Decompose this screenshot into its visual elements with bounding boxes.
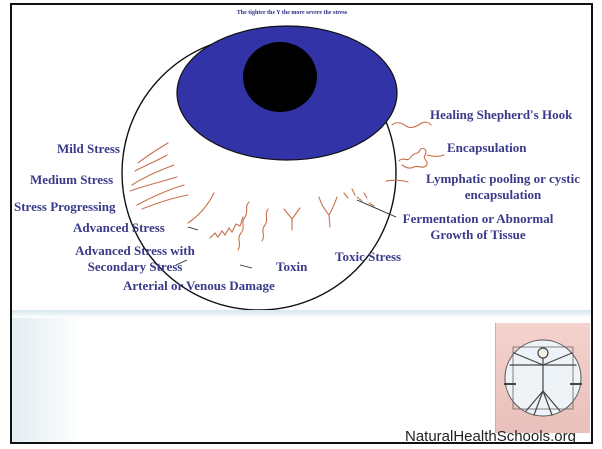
advanced-secondary-fiber: [209, 216, 244, 239]
label-fermentation-line1: Fermentation or Abnormal: [402, 211, 554, 226]
label-advanced-stress: Advanced Stress: [73, 220, 165, 235]
logo: [495, 323, 590, 433]
encapsulation-fiber: [398, 147, 428, 169]
toxin-y-fiber: [283, 207, 301, 231]
mild-stress-fiber-2: [134, 154, 168, 172]
toxic-stress-fiber: [318, 196, 338, 228]
label-lymphatic-line2: encapsulation: [464, 187, 542, 202]
advanced-stress-fiber: [187, 192, 215, 224]
label-healing-hook: Healing Shepherd's Hook: [430, 107, 573, 122]
advanced-stress-pointer: [187, 226, 199, 231]
label-encapsulation: Encapsulation: [447, 140, 527, 155]
arterial-venous-fiber-2: [261, 208, 269, 242]
label-advanced-secondary-line1: Advanced Stress with: [75, 243, 195, 258]
medium-stress-fiber: [131, 164, 175, 186]
arterial-venous-fiber: [237, 201, 250, 251]
label-advanced-secondary: Advanced Stress with Secondary Stress: [60, 243, 210, 275]
label-mild-stress: Mild Stress: [57, 141, 120, 156]
secondary-pointer: [175, 259, 188, 266]
fermentation-pointer: [356, 199, 397, 218]
arterial-pointer: [239, 264, 253, 269]
label-fermentation: Fermentation or Abnormal Growth of Tissu…: [394, 211, 562, 243]
fermentation-fiber: [343, 188, 375, 207]
shepherd-hook-fiber: [391, 121, 432, 129]
label-lymphatic: Lymphatic pooling or cystic encapsulatio…: [417, 171, 589, 203]
site-url: NaturalHealthSchools.org: [405, 428, 576, 444]
vitruvian-man-icon: [504, 339, 582, 417]
lymphatic-fiber: [385, 179, 409, 183]
slide-subtitle: The tighter the Y the more severe the st…: [236, 10, 348, 16]
stress-progressing-fiber: [136, 184, 185, 206]
label-lymphatic-line1: Lymphatic pooling or cystic: [426, 171, 580, 186]
label-fermentation-line2: Growth of Tissue: [430, 227, 526, 242]
pupil: [243, 42, 317, 112]
label-toxin: Toxin: [276, 259, 308, 274]
label-arterial-venous: Arterial or Venous Damage: [123, 278, 275, 293]
stress-progressing-fiber-2: [141, 194, 189, 210]
label-toxic-stress: Toxic Stress: [335, 249, 402, 264]
encapsulation-tail: [426, 154, 445, 158]
bottom-band-edge: [12, 310, 591, 318]
label-stress-progressing: Stress Progressing: [14, 199, 116, 214]
iris-diagram: [121, 25, 445, 311]
slide-frame: The tighter the Y the more severe the st…: [10, 3, 593, 444]
mild-stress-fiber: [137, 142, 169, 164]
medium-stress-fiber-2: [129, 176, 178, 192]
label-medium-stress: Medium Stress: [30, 172, 114, 187]
bottom-band: [12, 310, 591, 442]
label-advanced-secondary-line2: Secondary Stress: [87, 259, 183, 274]
